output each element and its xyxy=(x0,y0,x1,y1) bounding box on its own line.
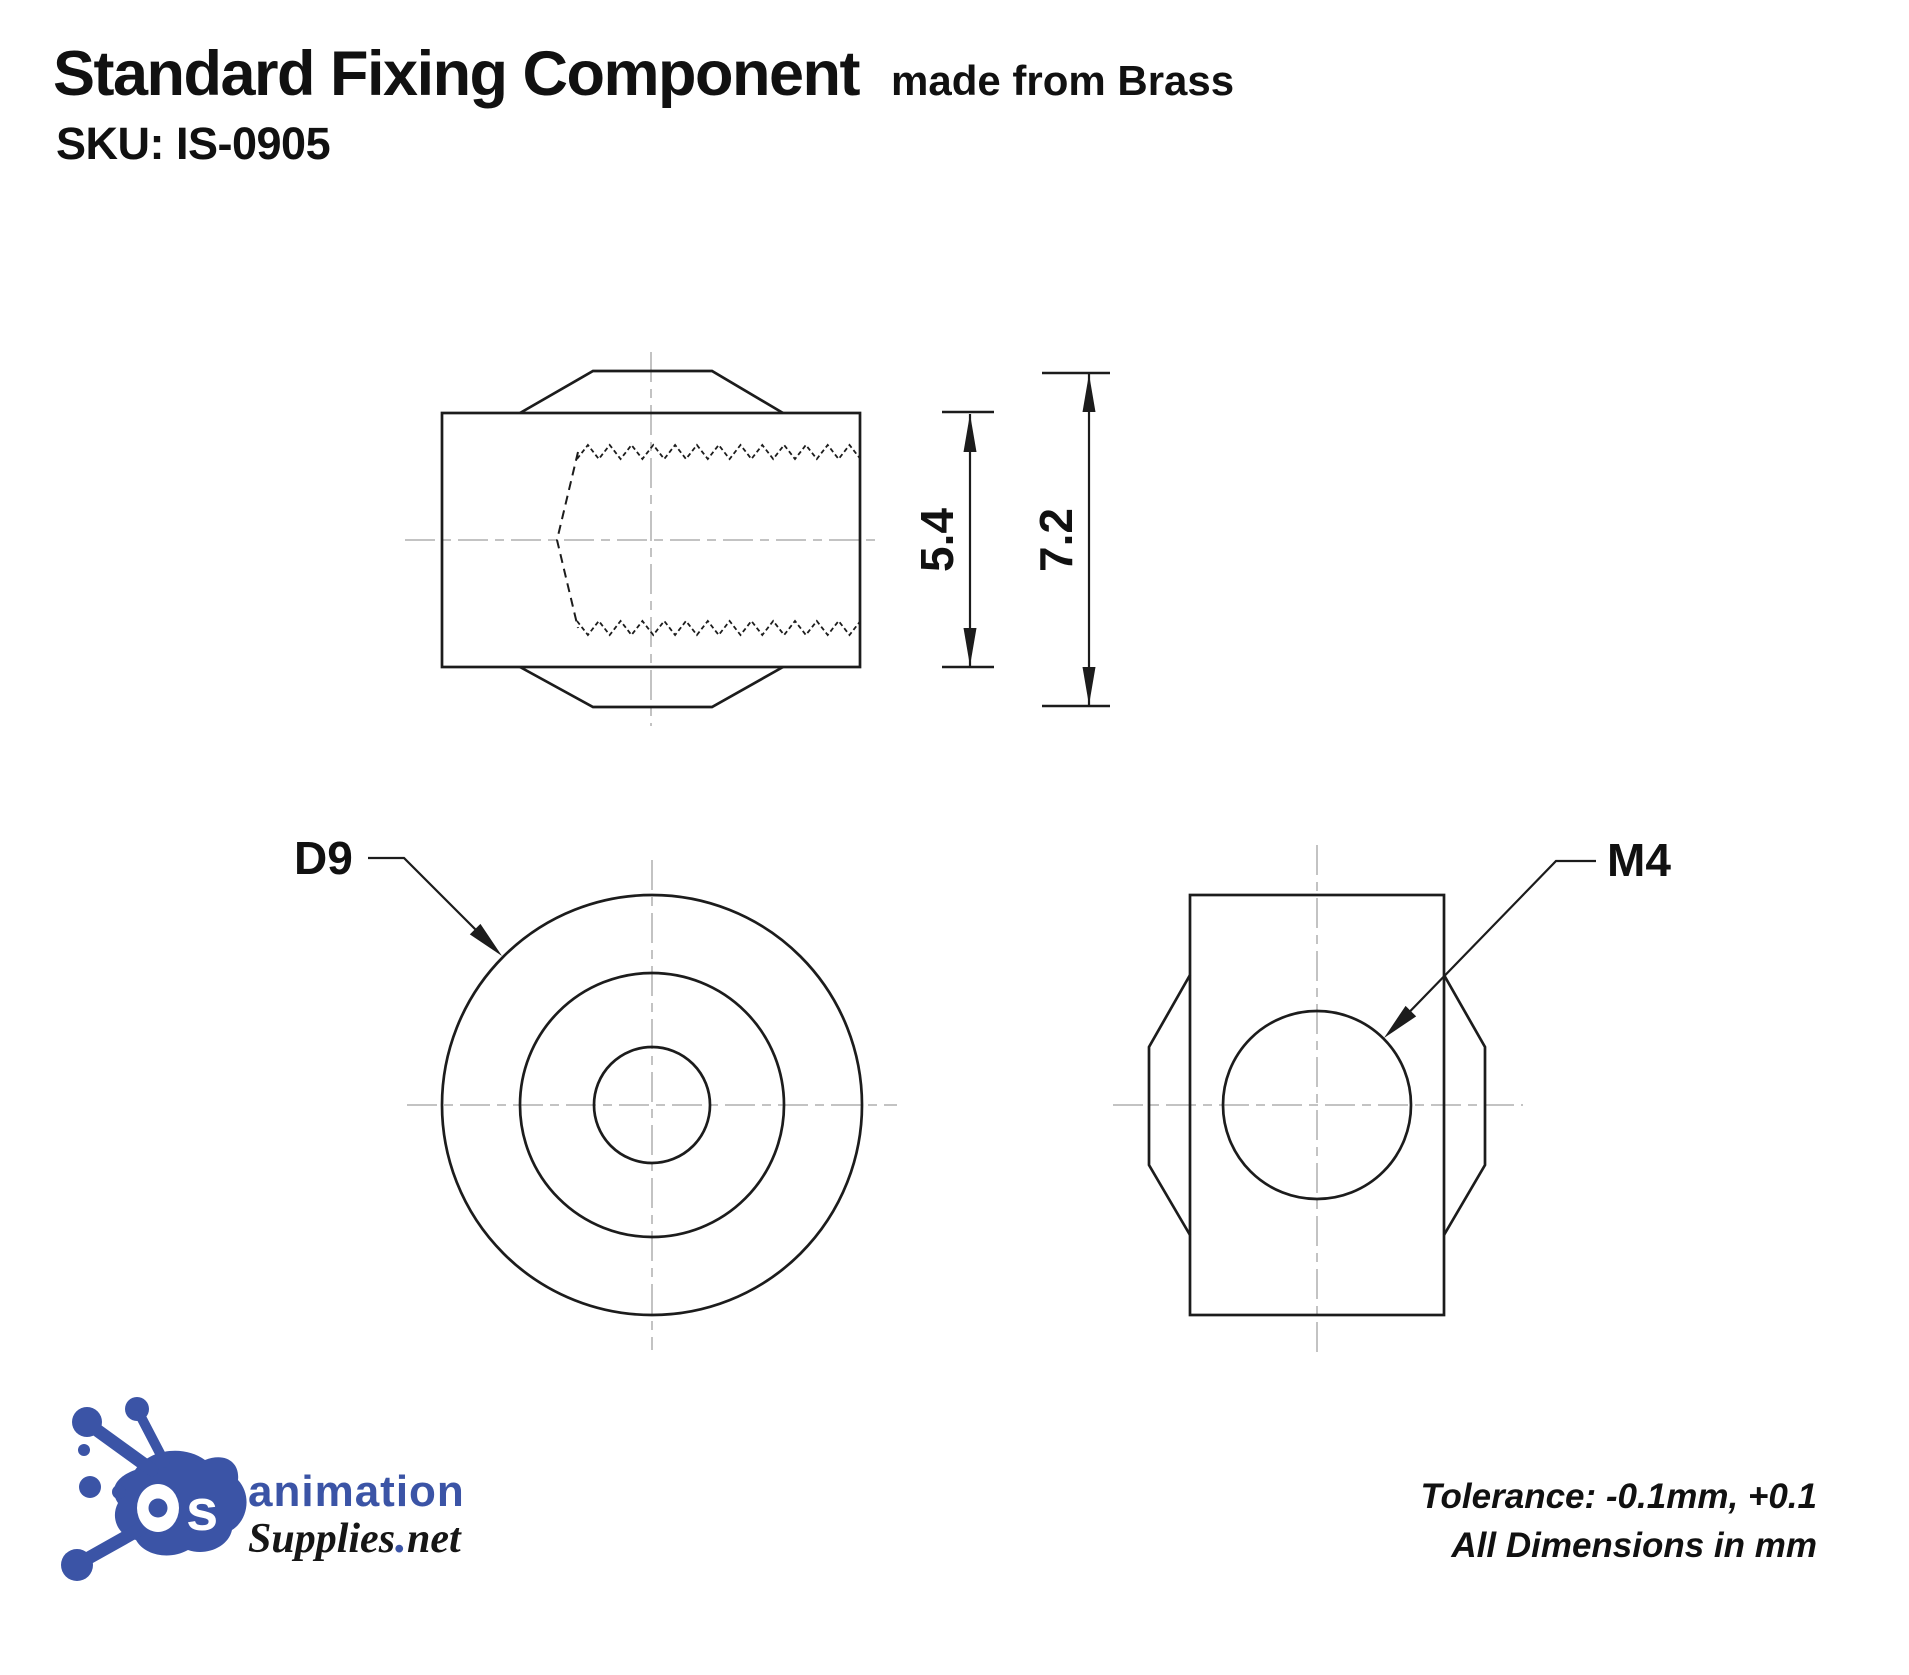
side-body-outline xyxy=(1188,893,1446,1317)
front-inner-circle xyxy=(592,1045,712,1165)
section-bottom-chamfer xyxy=(519,665,784,709)
thread-zigzag-top xyxy=(576,443,862,461)
dimension-7-2: 7.2 xyxy=(1030,371,1110,708)
logo-s-mark: s xyxy=(186,1478,218,1543)
dim-5-4-arrow-up-icon xyxy=(963,414,977,452)
header: Standard Fixing Component made from Bras… xyxy=(53,38,1234,110)
tolerance-line1: Tolerance: -0.1mm, +0.1 xyxy=(1420,1477,1817,1516)
logo-wordmark-supplies-net: Supplies.net xyxy=(248,1510,462,1563)
side-left-chamfer-flat xyxy=(1147,974,1192,1236)
d9-leader-line xyxy=(368,856,499,953)
side-view: M4 xyxy=(1113,834,1671,1355)
dim-7-2-arrow-down-icon xyxy=(1082,667,1096,705)
section-view: 5.4 7.2 xyxy=(405,352,1110,726)
d9-label: D9 xyxy=(294,832,353,884)
sku-label: SKU: IS-0905 xyxy=(56,118,331,169)
page-title: Standard Fixing Component xyxy=(53,39,861,109)
front-middle-circle xyxy=(518,971,786,1239)
dim-7-2-arrow-up-icon xyxy=(1082,374,1096,412)
d9-callout: D9 xyxy=(294,832,502,956)
logo-wordmark-animation: animation xyxy=(248,1467,465,1516)
m4-label: M4 xyxy=(1607,834,1671,886)
front-outer-circle xyxy=(440,893,864,1317)
front-view: D9 xyxy=(294,832,897,1350)
section-body-outline xyxy=(440,411,862,669)
m4-callout: M4 xyxy=(1384,834,1671,1038)
material-note: made from Brass xyxy=(891,57,1235,104)
d9-arrow-icon xyxy=(469,923,502,956)
tolerance-line2: All Dimensions in mm xyxy=(1451,1526,1817,1565)
section-top-chamfer xyxy=(519,369,784,415)
logo: s animation Supplies.net xyxy=(61,1397,465,1581)
m4-arrow-icon xyxy=(1384,1005,1417,1038)
dim-7-2-text: 7.2 xyxy=(1030,508,1082,572)
tolerance-note: Tolerance: -0.1mm, +0.1 All Dimensions i… xyxy=(1420,1472,1817,1570)
side-thread-circle xyxy=(1221,1009,1413,1201)
m4-leader-line xyxy=(1389,859,1596,1033)
thread-zigzag-bottom xyxy=(576,619,862,637)
dimension-5-4: 5.4 xyxy=(911,410,994,669)
drill-cone-hidden-line xyxy=(555,451,579,629)
dim-5-4-arrow-down-icon xyxy=(963,628,977,666)
dim-5-4-text: 5.4 xyxy=(911,508,963,572)
side-right-chamfer-flat xyxy=(1442,974,1487,1236)
splat-icon: s xyxy=(61,1397,247,1581)
